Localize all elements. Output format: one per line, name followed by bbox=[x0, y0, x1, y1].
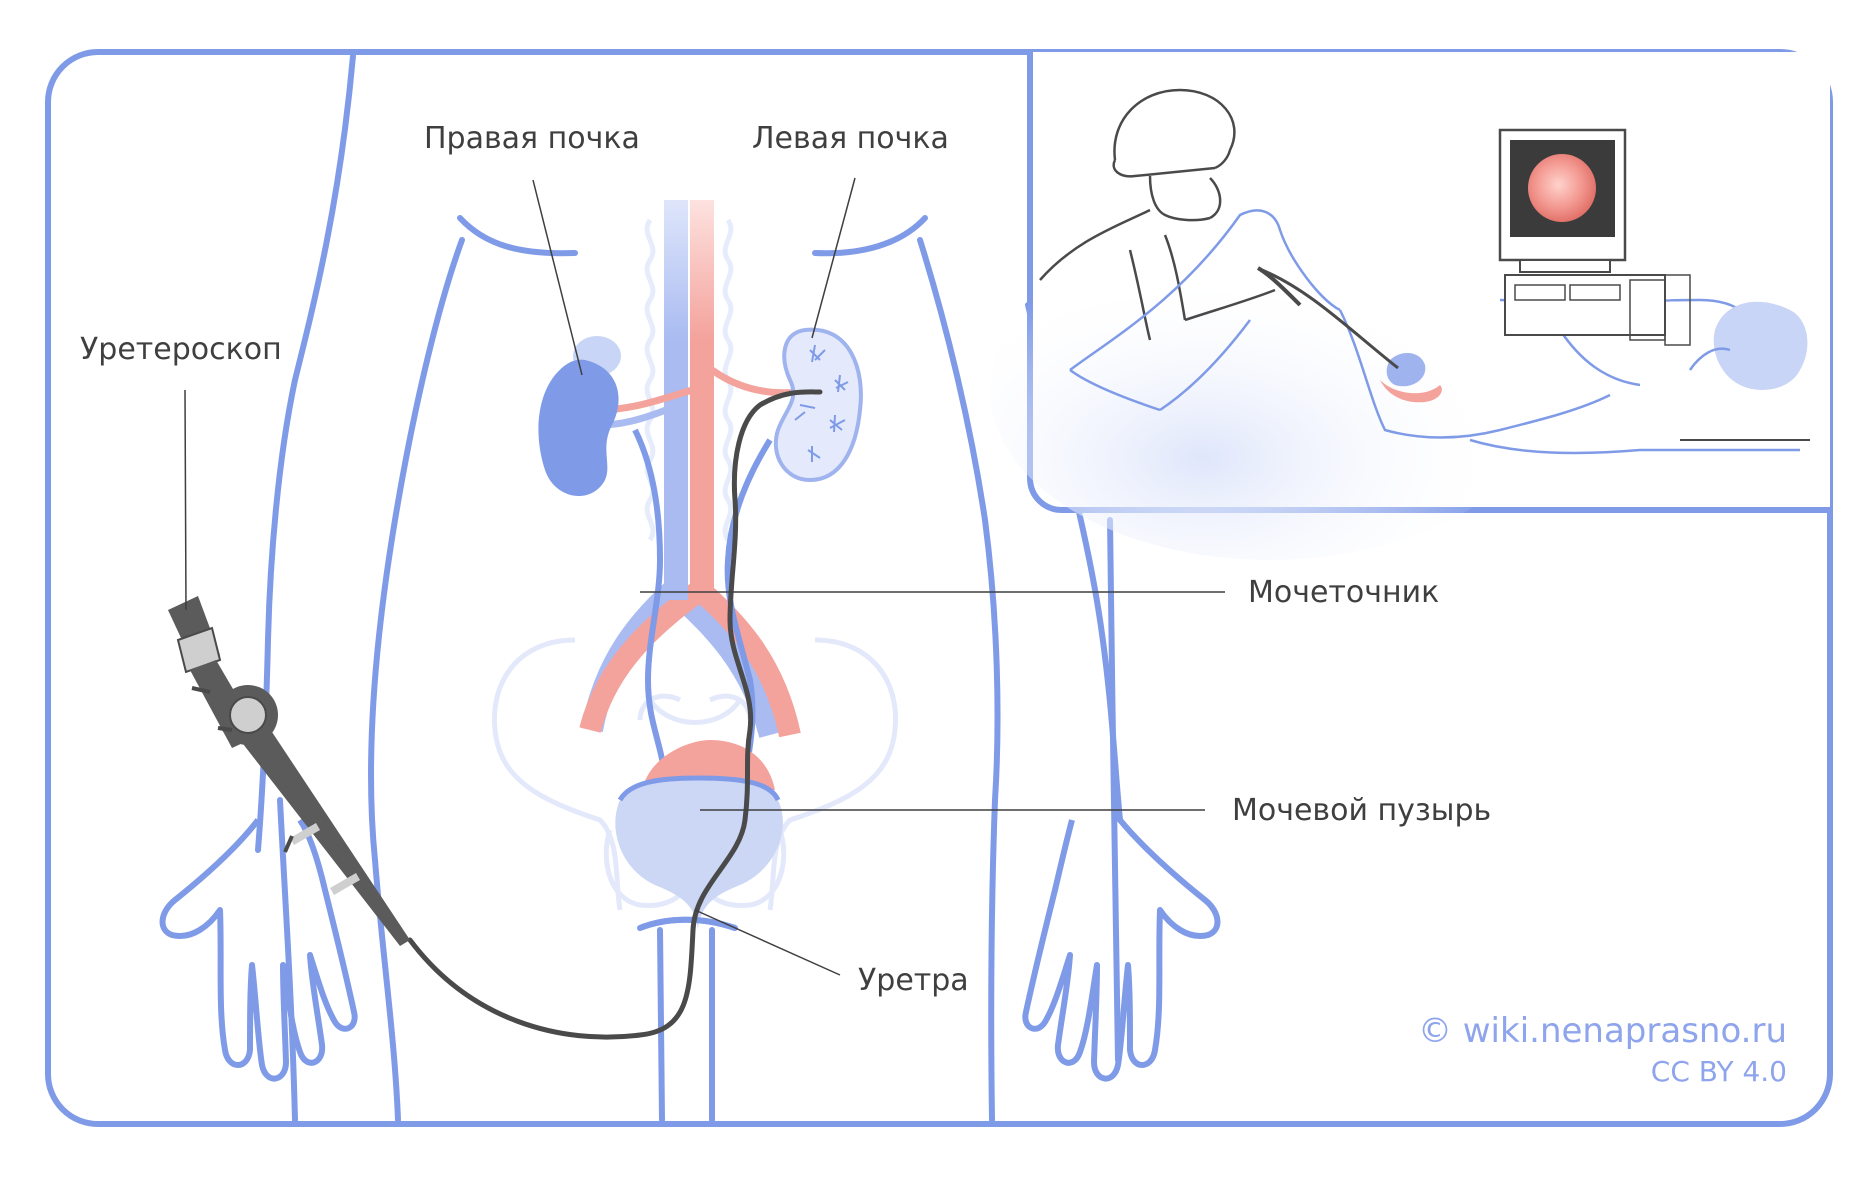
label-ureter: Мочеточник bbox=[1248, 575, 1440, 610]
left-kidney bbox=[773, 327, 863, 483]
label-right-kidney: Правая почка bbox=[424, 121, 640, 156]
left-iliac-artery bbox=[579, 581, 707, 733]
inset-procedure-scene bbox=[990, 52, 1830, 560]
aorta bbox=[690, 200, 714, 600]
label-urethra: Уретра bbox=[858, 963, 969, 998]
bladder bbox=[615, 740, 783, 930]
credit-license: CC BY 4.0 bbox=[1650, 1055, 1787, 1088]
ureteroscope bbox=[168, 389, 823, 1040]
right-ureter bbox=[632, 428, 668, 776]
label-bladder: Мочевой пузырь bbox=[1232, 793, 1492, 828]
left-hand bbox=[159, 818, 358, 1082]
label-ureteroscope: Уретероскоп bbox=[80, 332, 282, 367]
spine bbox=[644, 218, 734, 542]
label-left-kidney: Левая почка bbox=[752, 121, 949, 156]
right-hand bbox=[1022, 818, 1221, 1082]
leader-lines bbox=[184, 177, 1225, 976]
credit-site: © wiki.nenaprasno.ru bbox=[1417, 1011, 1787, 1051]
outer-frame bbox=[45, 49, 1833, 1127]
right-iliac-artery bbox=[692, 581, 801, 738]
right-kidney bbox=[538, 336, 621, 497]
